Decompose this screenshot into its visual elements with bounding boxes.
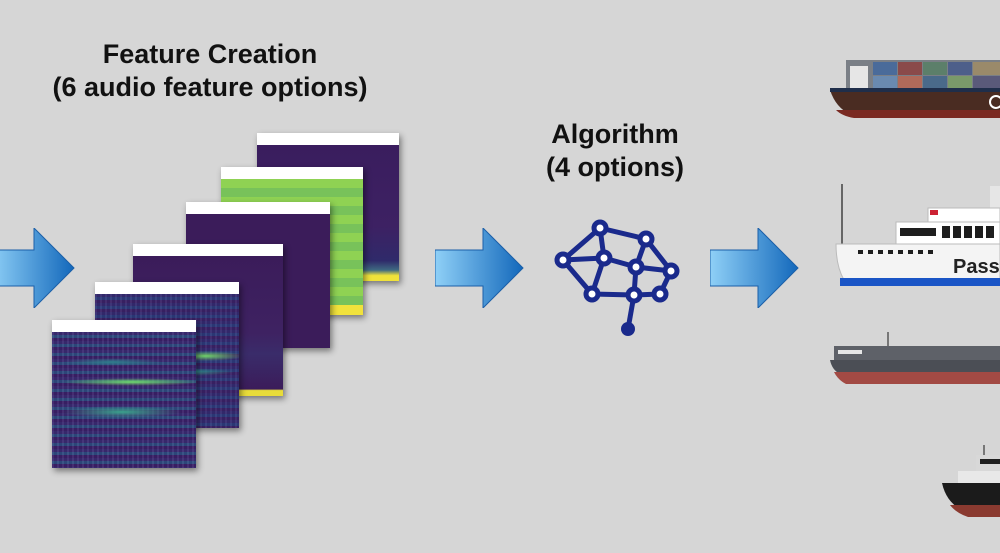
passenger-ship-hull-text: Pass	[953, 256, 1000, 278]
tug-ship-image	[942, 445, 1000, 517]
input-arrow-icon	[0, 228, 75, 308]
algorithm-to-output-arrow-icon	[710, 228, 799, 308]
cargo-ship-image	[830, 332, 1000, 384]
passenger-ship-image	[835, 184, 1000, 286]
algorithm-subtitle: (4 options)	[546, 152, 684, 182]
neural-network-icon	[554, 219, 680, 336]
spectrogram-card-1	[52, 320, 196, 468]
container-ship-image	[830, 60, 1000, 118]
feature-to-algorithm-arrow-icon	[435, 228, 524, 308]
algorithm-title: Algorithm	[551, 119, 679, 149]
feature-creation-label: Feature Creation (6 audio feature option…	[20, 38, 400, 104]
algorithm-label: Algorithm (4 options)	[500, 118, 730, 184]
feature-creation-subtitle: (6 audio feature options)	[52, 72, 368, 102]
feature-creation-title: Feature Creation	[102, 39, 318, 69]
